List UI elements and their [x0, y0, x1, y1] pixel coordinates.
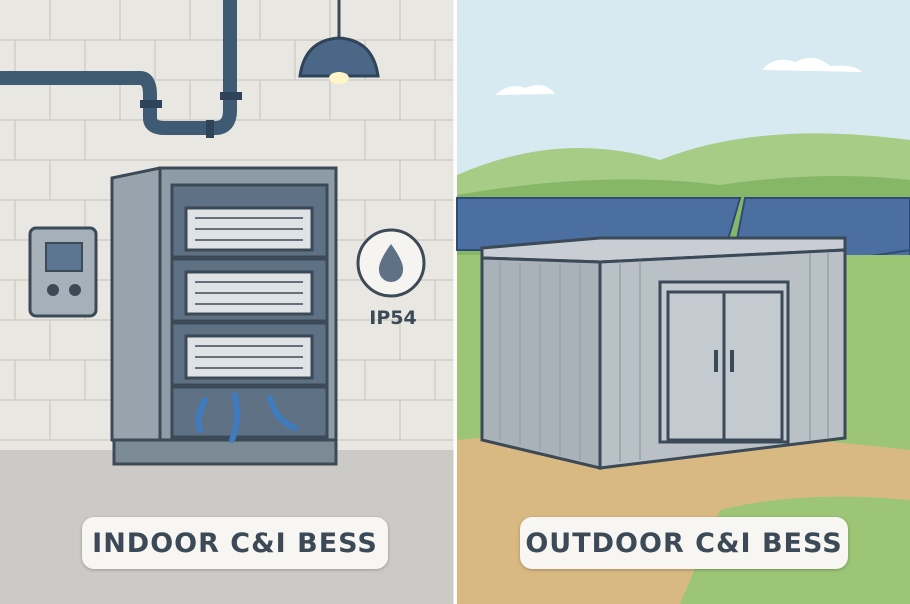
ceiling-lamp-icon	[298, 0, 380, 84]
pipes	[0, 0, 237, 135]
water-drop-icon	[356, 228, 426, 298]
indoor-scene	[0, 0, 455, 604]
outdoor-label: OUTDOOR C&I BESS	[520, 517, 848, 569]
ip-rating-label: IP54	[369, 307, 417, 329]
outdoor-scene	[456, 0, 910, 604]
indoor-cabinet	[110, 166, 338, 466]
container-ribs	[499, 252, 829, 462]
airflow-arrows	[195, 392, 298, 443]
outdoor-container	[480, 236, 847, 470]
control-panel-icon	[28, 226, 98, 318]
indoor-label: INDOOR C&I BESS	[82, 517, 388, 569]
